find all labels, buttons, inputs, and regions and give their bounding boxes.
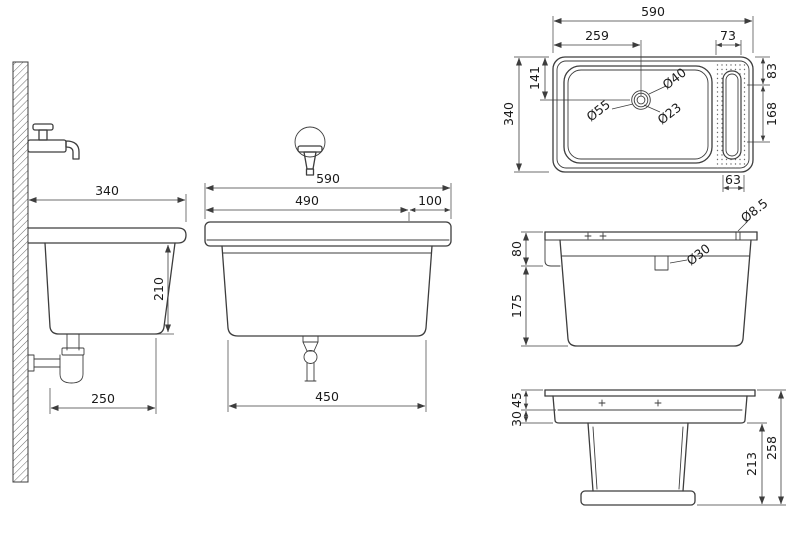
- dim-plan-overall-width: 590: [552, 4, 754, 53]
- dim-end-overall-label: 258: [764, 436, 779, 460]
- dim-plan-overall-width-label: 590: [641, 4, 665, 19]
- dia-fixing-callout: Ø8.5: [737, 195, 771, 232]
- dim-front-base: 450: [227, 340, 427, 412]
- plan-view: Ø55 Ø40 Ø23 590 259 73 340: [501, 4, 779, 192]
- dim-plan-depth-label: 340: [501, 102, 516, 126]
- dim-plan-drain-x: 259: [553, 28, 642, 96]
- side-view: 340 210 250: [12, 61, 187, 483]
- faucet-front-icon: [294, 126, 326, 176]
- dim-side-height: 210: [151, 242, 179, 335]
- dia-fixing-label: Ø8.5: [738, 195, 771, 225]
- dim-front-drainboard-label: 100: [418, 193, 442, 208]
- dia-drain-callout: Ø30: [669, 241, 713, 269]
- dim-plan-slot: 63: [722, 172, 745, 192]
- dia-mid-label: Ø40: [659, 65, 689, 93]
- dim-section-rim-label: 80: [509, 241, 524, 257]
- dim-plan-right-top-label: 83: [764, 63, 779, 79]
- sink-front-profile: [204, 221, 452, 337]
- section-profile: [544, 231, 758, 347]
- dim-end-rim: 45: [509, 389, 556, 411]
- dim-plan-drain-x-label: 259: [585, 28, 609, 43]
- dim-front-overall: 590: [204, 171, 452, 219]
- dim-end-apron: 30: [509, 410, 553, 427]
- dim-section-rim: 80: [509, 231, 543, 267]
- dim-end-overall: 258: [757, 389, 786, 505]
- drain-trap: [27, 333, 85, 384]
- dim-end-apron-label: 30: [509, 411, 524, 427]
- drainboard-slot: [722, 70, 742, 160]
- dim-side-bottom: 250: [49, 338, 157, 414]
- dim-plan-slot-label: 63: [725, 172, 741, 187]
- dim-plan-drainboard: 73: [715, 28, 742, 55]
- dim-plan-drain-y-label: 141: [527, 66, 542, 90]
- dim-side-bottom-label: 250: [91, 391, 115, 406]
- dim-front-base-label: 450: [315, 389, 339, 404]
- dia-drain-label: Ø30: [683, 241, 713, 269]
- dim-plan-depth: 340: [501, 56, 549, 173]
- dia-callouts: Ø55 Ø40 Ø23: [583, 65, 689, 128]
- drain-fitting: [302, 335, 319, 382]
- wall-section: [12, 61, 29, 483]
- dia-small-label: Ø23: [654, 100, 684, 128]
- dim-end-body: 213: [697, 422, 786, 506]
- dim-side-height-label: 210: [151, 277, 166, 301]
- dim-end-body-label: 213: [744, 452, 759, 476]
- faucet-side-icon: [27, 123, 80, 160]
- dim-end-rim-label: 45: [509, 392, 524, 408]
- dim-plan-right-top: 83: [747, 56, 779, 86]
- dim-section-body-label: 175: [509, 294, 524, 318]
- dim-front-overall-label: 590: [316, 171, 340, 186]
- sink-side-profile: [27, 227, 187, 335]
- dim-plan-drain-y: 141: [527, 57, 630, 101]
- dia-large-label: Ø55: [583, 97, 613, 125]
- dim-plan-right-bottom-label: 168: [764, 102, 779, 126]
- dim-front-basin: 490 100: [205, 193, 451, 221]
- plan-outer-rim: [552, 56, 754, 173]
- dim-plan-right-bottom: 168: [747, 85, 779, 143]
- dim-front-basin-label: 490: [295, 193, 319, 208]
- dim-side-depth-label: 340: [95, 183, 119, 198]
- front-view: 590 490 100 450: [204, 126, 452, 412]
- dim-section-body: 175: [509, 266, 568, 347]
- section-view: Ø8.5 Ø30 80 175: [509, 195, 771, 347]
- end-view: 45 30 213 258: [509, 389, 786, 506]
- plan-basin: [563, 65, 713, 164]
- dim-plan-drainboard-label: 73: [720, 28, 736, 43]
- end-profile: [544, 389, 756, 506]
- dim-side-depth: 340: [27, 183, 187, 222]
